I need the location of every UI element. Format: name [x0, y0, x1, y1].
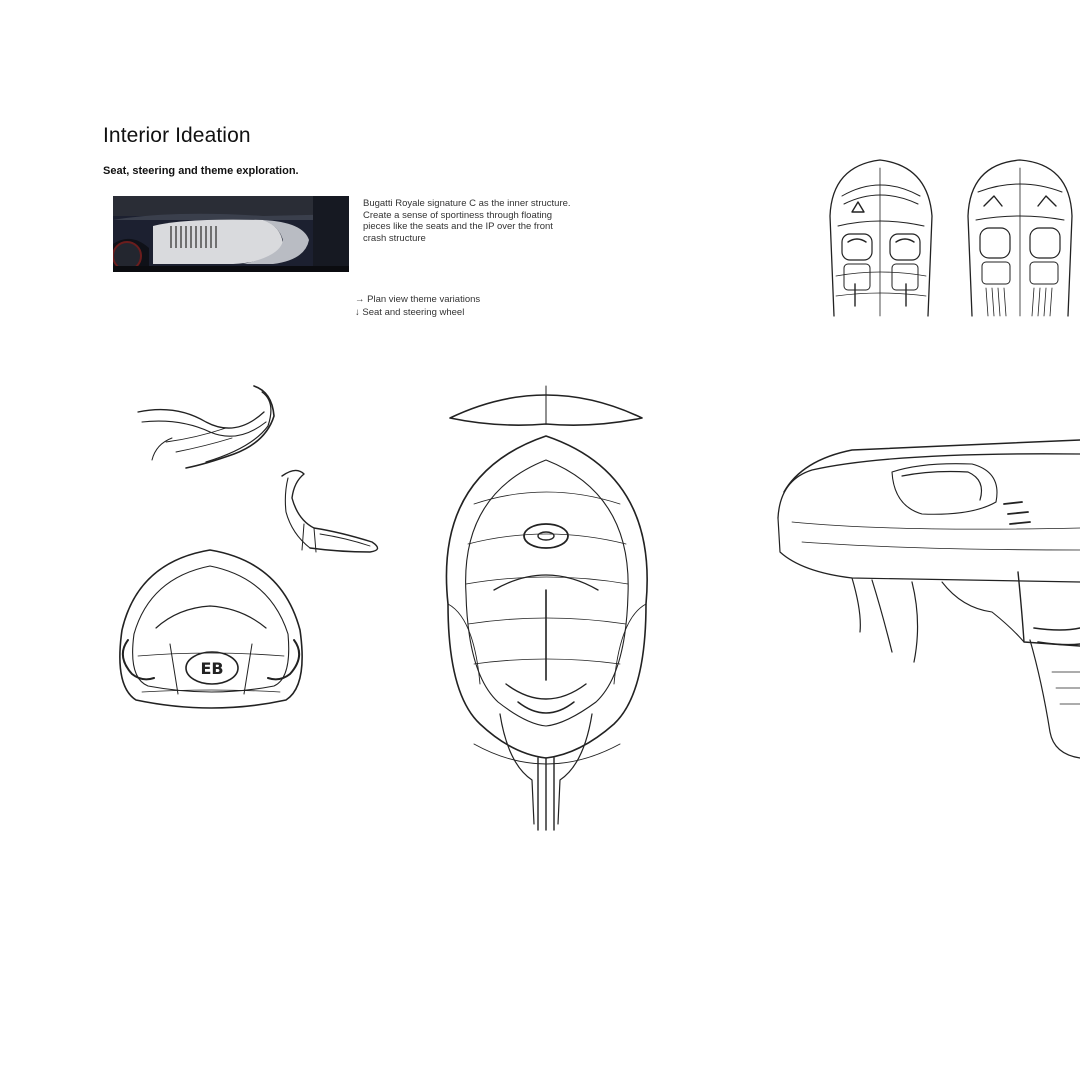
arrow-down-icon: ↓	[355, 307, 360, 318]
arrow-right-icon: →	[355, 294, 365, 305]
note-text: Plan view theme variations	[367, 294, 481, 305]
description-line: Create a sense of sportiness through flo…	[363, 209, 553, 221]
dashboard-sketch	[777, 439, 1080, 759]
notes-list: → Plan view theme variations ↓ Seat and …	[355, 293, 480, 319]
note-item: ↓ Seat and steering wheel	[355, 306, 480, 319]
note-text: Seat and steering wheel	[362, 307, 465, 318]
description-line: pieces like the seats and the IP over th…	[363, 221, 553, 232]
description-line: Bugatti Royale signature C as the inner …	[363, 198, 571, 209]
steering-wheel-sketch: EB	[119, 549, 303, 709]
plan-view-sketch-2	[967, 159, 1073, 317]
page-subtitle: Seat, steering and theme exploration.	[103, 165, 299, 177]
floating-seat-sketch	[137, 385, 275, 469]
side-seat-sketch	[281, 469, 379, 553]
reference-car-photo	[113, 196, 349, 272]
seat-top-view-sketch	[445, 385, 648, 831]
description-text: Bugatti Royale signature C as the inner …	[363, 198, 603, 244]
plan-view-sketch-1	[829, 159, 933, 317]
description-line: crash structure	[363, 232, 426, 244]
eb-emblem-text: EB	[200, 659, 223, 678]
page-title: Interior Ideation	[103, 124, 251, 147]
note-item: → Plan view theme variations	[355, 293, 480, 306]
